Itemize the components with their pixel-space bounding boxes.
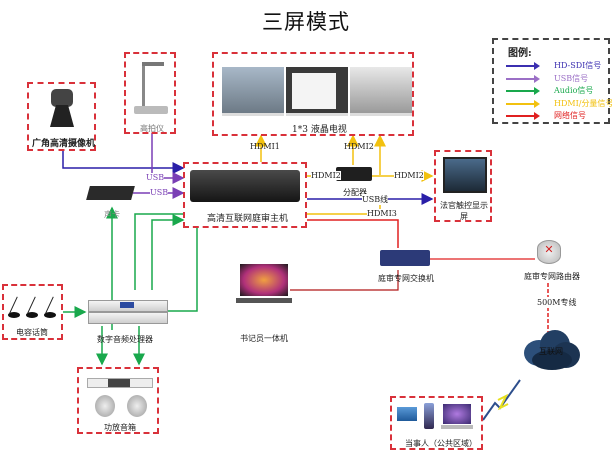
clerk-pc-icon [236,264,292,303]
legend: 图例: HD-SDI信号 USB信号 Audio信号 HDMI/分量信号网络信号 [492,38,612,124]
splitter-label: 分配器 [343,188,367,197]
microphone-icon-3 [44,296,56,320]
hdmi1-label: HDMI1 [250,142,280,151]
wire-audio-2 [134,213,183,290]
speaker-icon-1 [95,395,115,417]
judge-screen-box [434,150,492,222]
host-device-icon [190,170,300,202]
hdmi2-left-label: HDMI2 [311,171,341,180]
tv-screen-3 [350,67,412,116]
legend-arrowhead [534,99,540,108]
document-camera-box [124,52,176,134]
document-camera-label: 高拍仪 [140,124,164,133]
parties-box [390,396,483,450]
legend-arrowhead [534,87,540,95]
legend-arrow [506,90,536,92]
wireless-link [482,379,521,421]
switch-label: 庭审专网交换机 [378,274,434,283]
internet-label: 互联网 [539,347,563,356]
hdmi3-label: HDMI3 [367,209,397,218]
legend-arrow [506,65,536,67]
microphone-icon-1 [8,296,20,320]
legend-arrowhead [534,112,540,120]
legend-label: Audio信号 [554,86,594,95]
legend-label: 网络信号 [554,111,586,120]
tv-wall-box [212,52,414,136]
audio-processor-label: 数字音频处理器 [97,335,153,344]
phone-icon [424,403,434,429]
host-box [183,162,307,228]
usb-label-1: USB [146,173,165,182]
legend-label: HDMI/分量信号 [554,98,612,108]
tv-screen-1 [222,67,284,116]
sound-card-label: 声卡 [104,210,120,219]
camera-box [27,82,96,151]
internet-cloud-icon [518,328,582,372]
hdmi2-top-label: HDMI2 [344,142,374,151]
router-icon: ✕ [537,240,561,264]
microphone-icon-2 [26,296,38,320]
tv-screen-2 [286,67,348,116]
legend-label: HD-SDI信号 [554,61,602,70]
tv-wall-label: 1*3 液晶电视 [292,125,347,135]
switch-icon [380,250,430,266]
camera-icon [48,89,76,129]
legend-arrow [506,102,536,105]
host-label: 高清互联网庭审主机 [207,214,289,224]
legend-arrow [506,77,536,80]
amplifier-icon [87,378,153,388]
page-title: 三屏模式 [262,10,350,34]
legend-heading: 图例: [508,48,532,59]
sound-card-icon [86,186,135,200]
tablet-icon [397,407,417,421]
lightning-icon [497,393,509,411]
usb-cable-label: USB线 [362,194,389,205]
clerk-pc-label: 书记员一体机 [240,334,288,343]
parties-label: 当事人（公共区域） [405,439,477,448]
wire-net-host [307,219,399,248]
wire-camera-sdi [62,151,185,174]
camera-label: 广角高清摄像机 [32,139,96,149]
legend-arrowhead [534,62,540,70]
legend-arrow [506,115,536,117]
wire-audio-3 [151,214,185,290]
audio-processor-icon [88,300,168,324]
document-camera-icon [132,60,170,115]
laptop-icon [441,404,473,430]
judge-screen-icon [443,157,487,193]
splitter-icon [336,167,372,181]
wire-audio-4 [150,228,198,317]
speakers-box [77,367,159,434]
judge-screen-label: 法官触控显示屏 [440,201,488,221]
hdmi2-right-label: HDMI2 [394,171,424,180]
500m-label: 500M专线 [537,297,577,308]
microphones-box [2,284,63,340]
wire-doccam-usb [151,133,185,184]
usb-label-2: USB [150,188,169,197]
microphones-label: 电容话筒 [16,328,48,337]
wire-net-pc [290,270,399,291]
legend-label: USB信号 [554,73,589,83]
speakers-label: 功放音箱 [104,423,136,432]
router-label: 庭审专网路由器 [524,272,580,281]
legend-arrowhead [534,74,540,83]
speaker-icon-2 [127,395,147,417]
